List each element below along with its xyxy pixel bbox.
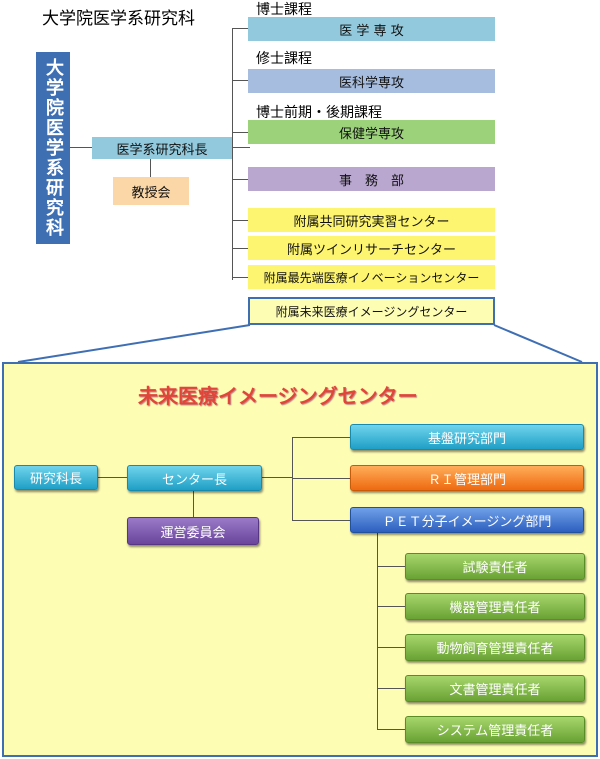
connector <box>232 28 233 280</box>
future-imaging-center-box: 附属未来医療イメージングセンター <box>248 297 495 325</box>
connector <box>98 477 127 478</box>
steering-committee-box: 運営委員会 <box>127 517 259 545</box>
connector <box>292 520 350 521</box>
top-title: 大学院医学系研究科 <box>42 9 195 29</box>
council-box: 教授会 <box>113 177 189 205</box>
manager-systems: システム管理責任者 <box>405 716 585 743</box>
affiliated-center-2: 附属ツインリサーチセンター <box>248 236 495 260</box>
connector <box>377 688 405 689</box>
office-box: 事 務 部 <box>248 167 495 191</box>
course-medicine: 医 学 専 攻 <box>248 17 495 41</box>
connector <box>232 220 248 221</box>
affiliated-center-1: 附属共同研究実習センター <box>248 208 495 232</box>
affiliated-center-3: 附属最先端医療イノベーションセンター <box>248 265 495 289</box>
course-health-science: 保健学専攻 <box>248 120 495 144</box>
connector <box>377 533 378 730</box>
manager-equipment: 機器管理責任者 <box>405 593 585 620</box>
connector <box>232 179 248 180</box>
course-medical-science: 医科学専攻 <box>248 69 495 93</box>
department-pet-imaging: ＰＥＴ分子イメージング部門 <box>350 507 584 533</box>
connector <box>377 606 405 607</box>
connector <box>377 729 405 730</box>
course-heading-master: 修士課程 <box>256 51 312 67</box>
department-ri-management: ＲＩ管理部門 <box>350 465 584 491</box>
dean-box: 医学系研究科長 <box>92 137 232 159</box>
center-head-box: センター長 <box>127 465 262 491</box>
manager-documents: 文書管理責任者 <box>405 675 585 702</box>
connector <box>262 477 292 478</box>
connector <box>377 647 405 648</box>
connector <box>150 159 151 177</box>
connector <box>292 437 350 438</box>
manager-animal-care: 動物飼育管理責任者 <box>405 634 585 661</box>
connector <box>232 132 248 133</box>
department-basic-research: 基盤研究部門 <box>350 424 584 450</box>
detail-dean-box: 研究科長 <box>14 465 98 490</box>
connector <box>70 147 92 148</box>
connector <box>232 277 248 278</box>
connector <box>292 478 350 479</box>
detail-title: 未来医療イメージングセンター <box>138 384 418 408</box>
connector <box>232 80 248 81</box>
connector <box>232 248 248 249</box>
graduate-school-vertical-label: 大学院医学系研究科 <box>36 52 70 244</box>
manager-test: 試験責任者 <box>405 553 585 580</box>
connector <box>377 566 405 567</box>
course-heading-health: 博士前期・後期課程 <box>256 105 382 121</box>
connector <box>232 147 250 148</box>
connector <box>232 28 248 29</box>
connector <box>193 491 194 517</box>
course-heading-doctoral: 博士課程 <box>256 2 312 18</box>
